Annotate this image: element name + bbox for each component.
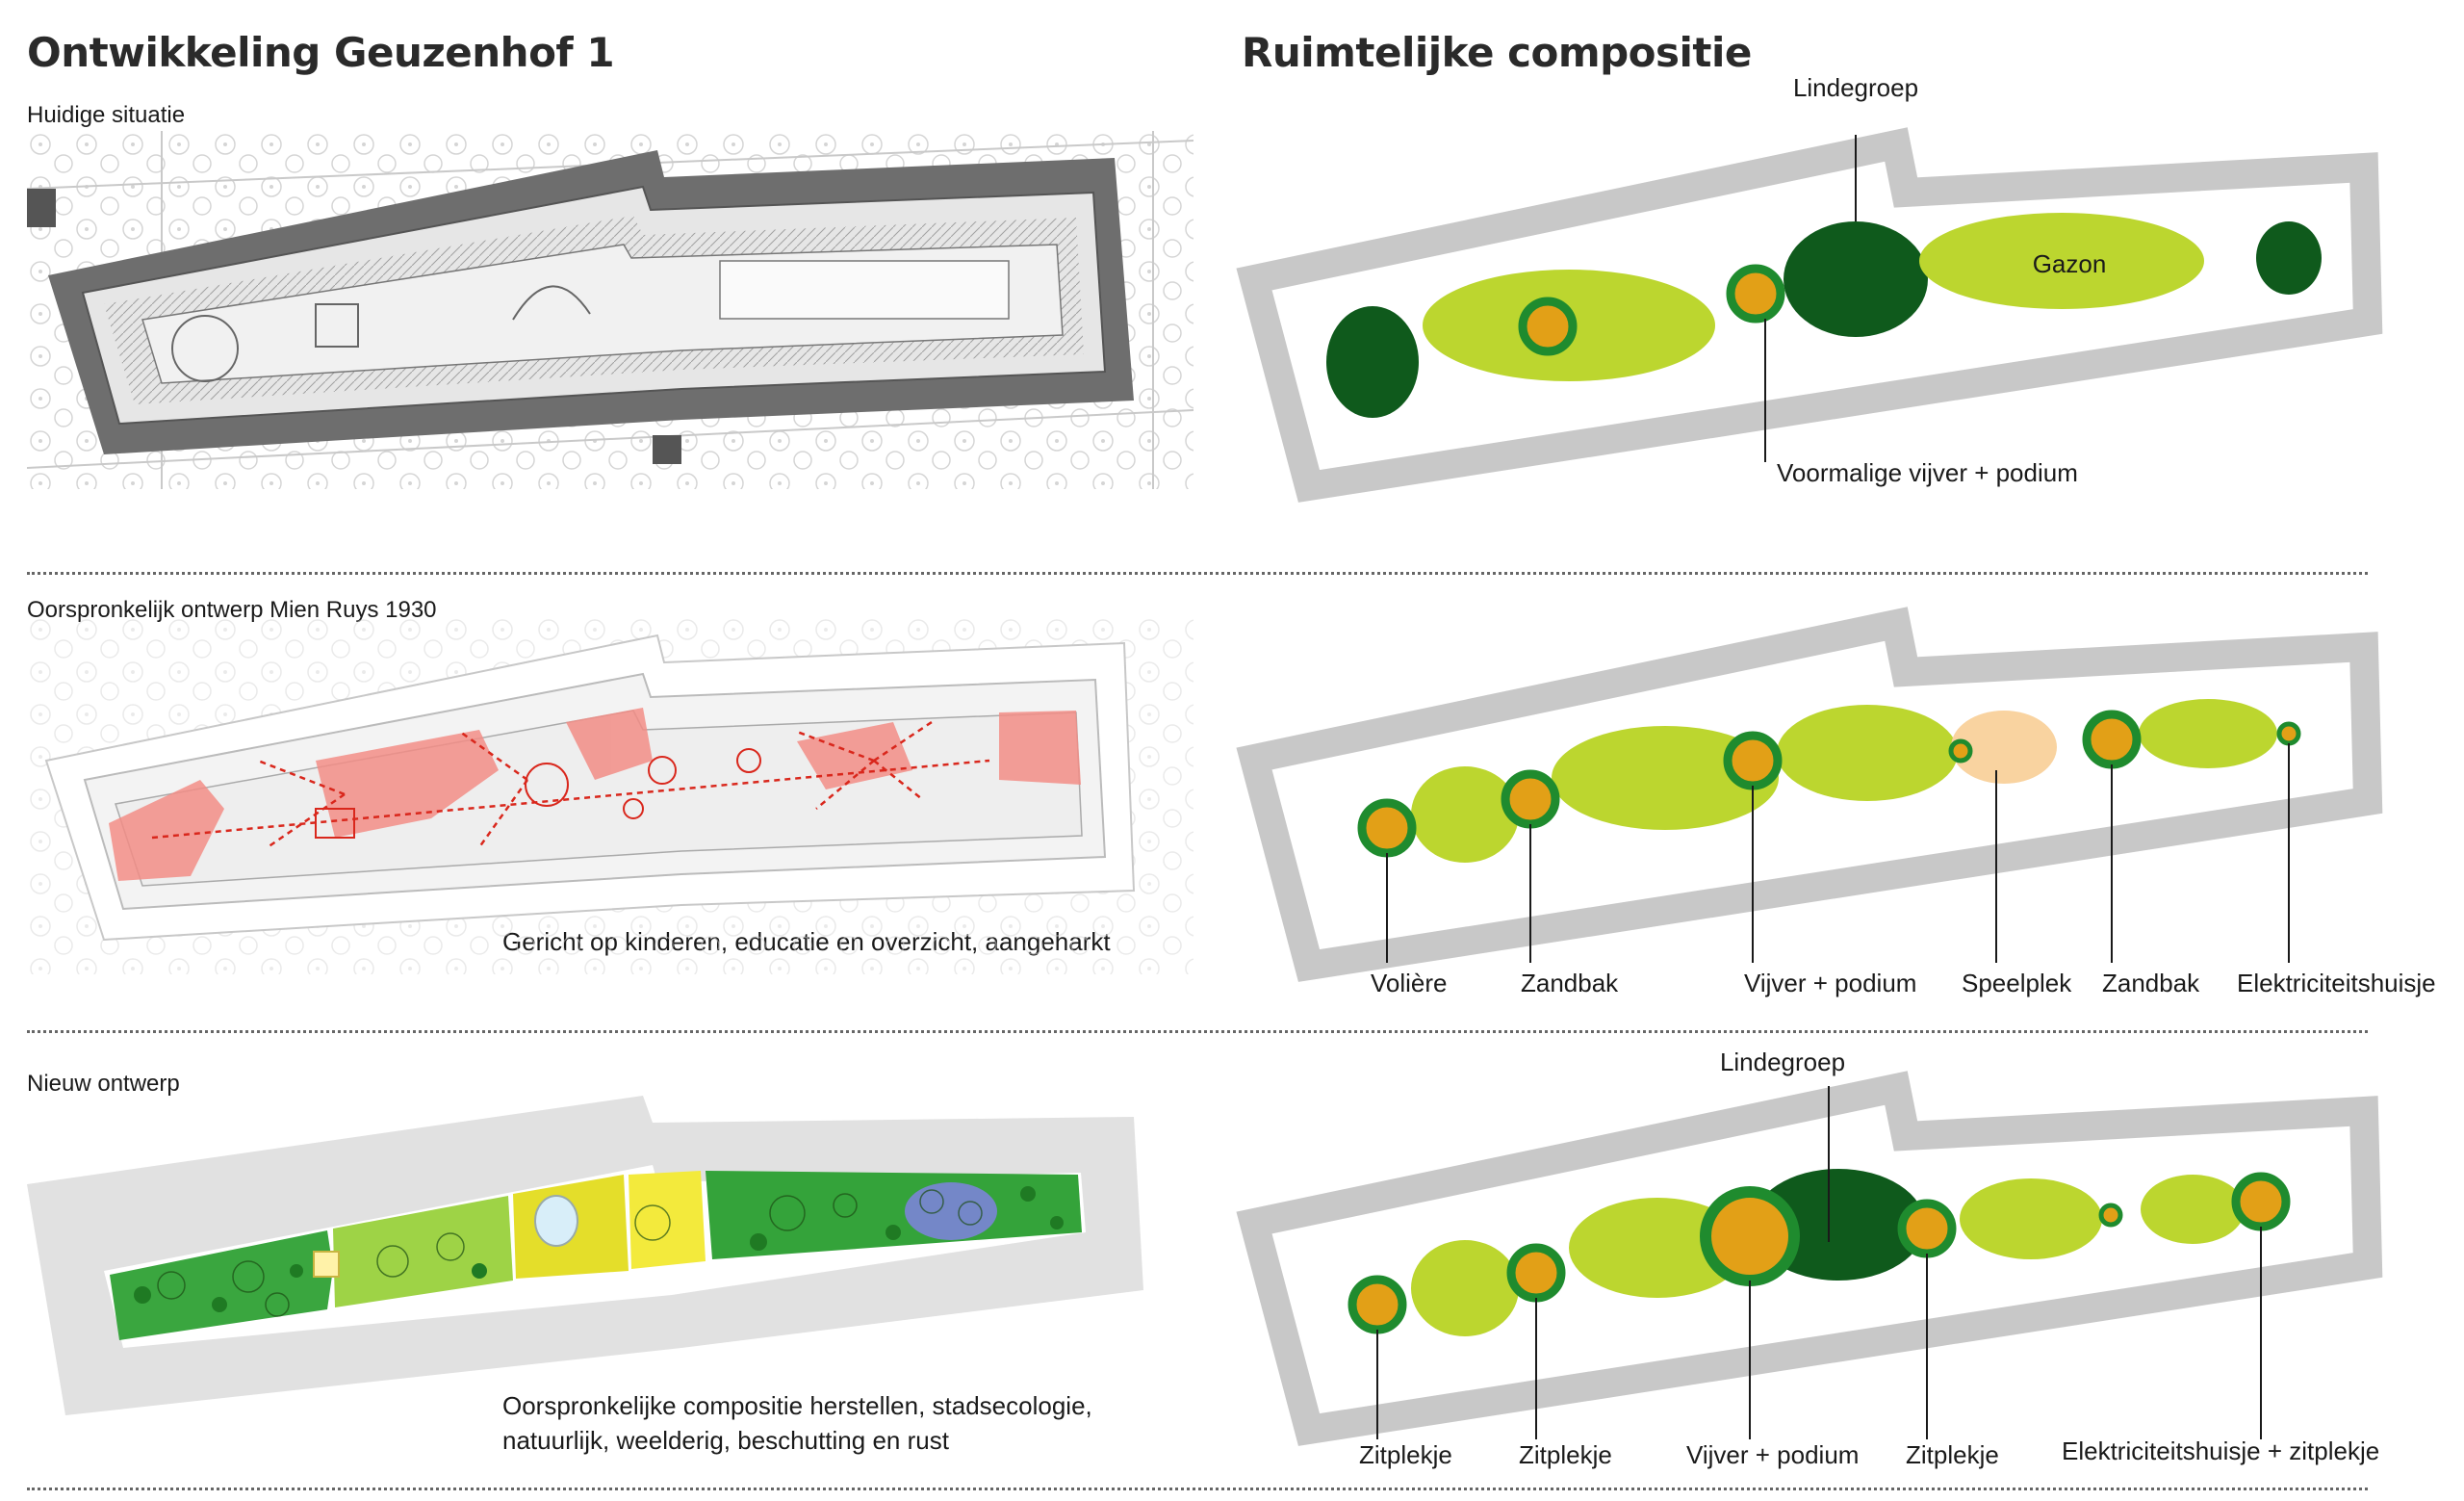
composition-diagram-3: Lindegroep Zitplekje Zitplekje Vijver + … xyxy=(1236,1048,2383,1469)
lawn-shape xyxy=(1777,705,1958,801)
label-zitplekje: Zitplekje xyxy=(1519,1440,1612,1469)
lawn-shape xyxy=(2141,1175,2245,1244)
row3-caption-line1: Oorspronkelijke compositie herstellen, s… xyxy=(502,1391,1092,1420)
label-zandbak: Zandbak xyxy=(1521,969,1619,997)
lawn-shape xyxy=(2139,699,2277,768)
feature-ring xyxy=(1518,297,1578,356)
label-elektriciteitshuisje: Elektriciteitshuisje xyxy=(2237,969,2436,997)
courtyard-frame xyxy=(1236,1071,2383,1446)
label-zandbak: Zandbak xyxy=(2102,969,2200,997)
feature-ring xyxy=(1357,798,1417,858)
feature-ring xyxy=(1348,1275,1407,1334)
lawn-shape xyxy=(1552,726,1779,830)
courtyard-frame xyxy=(1236,607,2383,982)
feature-ring xyxy=(2082,710,2142,769)
lawn-shape xyxy=(1919,213,2204,309)
label-voormalige-vijver: Voormalige vijver + podium xyxy=(1777,458,2078,487)
row-divider xyxy=(27,1488,2368,1490)
feature-ring xyxy=(1506,1243,1566,1303)
feature-ring xyxy=(1723,731,1783,790)
label-gazon: Gazon xyxy=(2033,249,2107,278)
feature-ring xyxy=(1948,738,1973,763)
feature-ring xyxy=(2098,1203,2123,1228)
label-lindegroep: Lindegroep xyxy=(1720,1048,1845,1076)
composition-diagram-2: Volière Zandbak Vijver + podium Speelple… xyxy=(1236,607,2436,997)
composition-diagram-1: Lindegroep Gazon Voormalige vijver + pod… xyxy=(1236,73,2383,503)
linden-group-dark xyxy=(1784,221,1928,337)
original-design-plan xyxy=(27,616,1194,974)
lawn-shape xyxy=(1960,1178,2102,1259)
tree-group-dark xyxy=(1326,306,1419,418)
lawn-shape xyxy=(1411,1240,1519,1336)
label-elektriciteitshuisje-zitplekje: Elektriciteitshuisje + zitplekje xyxy=(2062,1436,2379,1465)
lawn-shape xyxy=(1411,766,1519,863)
feature-ring xyxy=(2231,1172,2291,1231)
feature-ring-large xyxy=(1700,1186,1800,1286)
feature-ring xyxy=(1897,1199,1957,1258)
feature-ring xyxy=(2276,721,2301,746)
row1-label: Huidige situatie xyxy=(27,102,186,128)
tree-group-dark xyxy=(2256,221,2322,295)
title-right: Ruimtelijke compositie xyxy=(1242,29,1752,76)
title-left: Ontwikkeling Geuzenhof 1 xyxy=(27,29,615,76)
label-zitplekje: Zitplekje xyxy=(1359,1440,1452,1469)
label-lindegroep: Lindegroep xyxy=(1793,73,1918,102)
row3-caption-line2: natuurlijk, weelderig, beschutting en ru… xyxy=(502,1426,949,1455)
courtyard-frame xyxy=(1236,127,2383,503)
feature-ring xyxy=(1726,264,1785,323)
playground-shape xyxy=(1951,711,2057,784)
new-design-plan xyxy=(27,1096,1143,1415)
row-divider xyxy=(27,1030,2368,1033)
label-vijver-podium: Vijver + podium xyxy=(1686,1440,1859,1469)
label-voliere: Volière xyxy=(1371,969,1448,997)
label-zitplekje: Zitplekje xyxy=(1906,1440,1999,1469)
label-speelplek: Speelplek xyxy=(1962,969,2072,997)
label-vijver-podium: Vijver + podium xyxy=(1744,969,1916,997)
current-situation-plan xyxy=(27,131,1194,489)
feature-ring xyxy=(1501,769,1560,829)
row3-label: Nieuw ontwerp xyxy=(27,1071,180,1097)
row-divider xyxy=(27,572,2368,575)
